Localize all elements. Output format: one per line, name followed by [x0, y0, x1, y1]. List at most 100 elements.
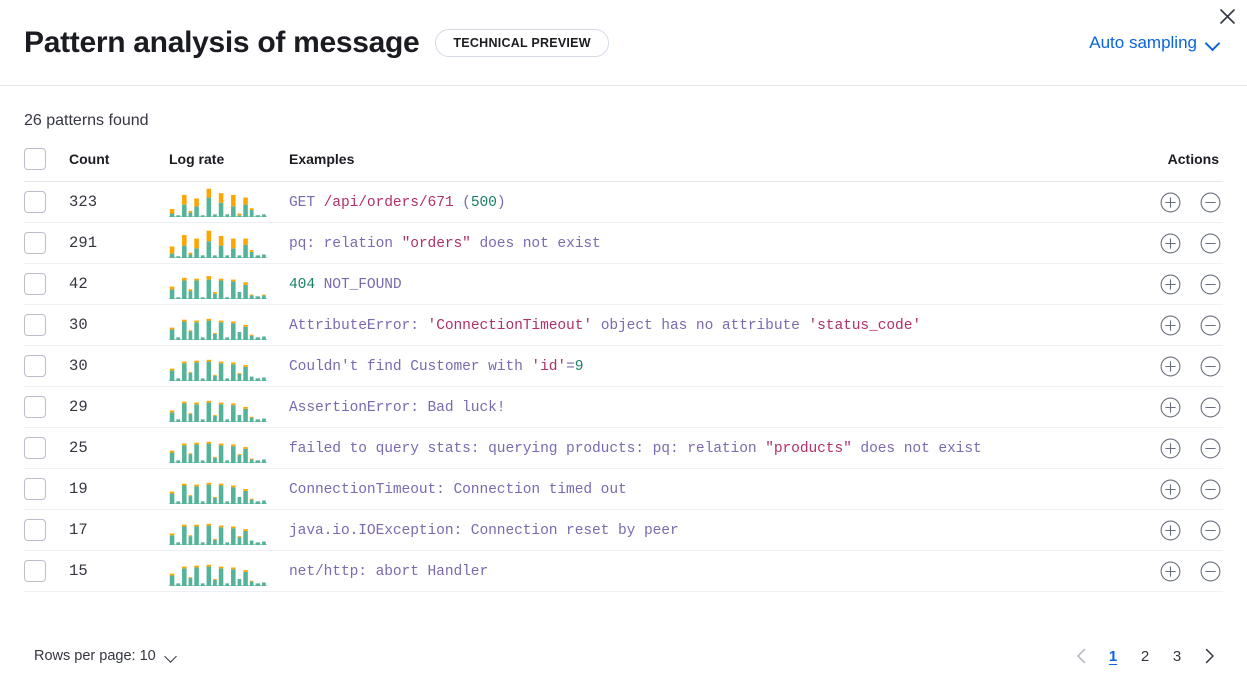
minus-in-circle-icon[interactable]	[1197, 394, 1223, 420]
row-checkbox[interactable]	[24, 314, 46, 336]
row-count-cell: 17	[69, 509, 169, 551]
pagination-page-2[interactable]: 2	[1131, 642, 1159, 670]
minus-in-circle-icon[interactable]	[1197, 353, 1223, 379]
example-token: /api/orders/671	[323, 195, 454, 211]
pagination-page-3[interactable]: 3	[1163, 642, 1191, 670]
row-log-rate-cell	[169, 386, 289, 428]
example-token: AttributeError:	[289, 318, 428, 334]
row-actions-cell	[1119, 222, 1223, 264]
row-count-value: 30	[69, 357, 88, 375]
row-select-cell	[24, 304, 69, 346]
row-count-cell: 42	[69, 263, 169, 305]
patterns-table-head: Count Log rate Examples Actions	[24, 148, 1223, 182]
row-checkbox[interactable]	[24, 273, 46, 295]
minus-in-circle-icon[interactable]	[1197, 517, 1223, 543]
row-actions-cell	[1119, 509, 1223, 551]
example-token: NOT_FOUND	[314, 277, 402, 293]
row-count-value: 42	[69, 275, 88, 293]
row-checkbox[interactable]	[24, 355, 46, 377]
count-header[interactable]: Count	[69, 148, 169, 182]
row-checkbox[interactable]	[24, 191, 46, 213]
header-left-group: Pattern analysis of message TECHNICAL PR…	[24, 26, 609, 59]
table-row[interactable]: 30 Couldn't find Customer with 'id'=9	[24, 345, 1223, 387]
pagination-page-1[interactable]: 1	[1099, 642, 1127, 670]
row-log-rate-cell	[169, 222, 289, 264]
row-example-cell: ConnectionTimeout: Connection timed out	[289, 468, 1119, 510]
minus-in-circle-icon[interactable]	[1197, 271, 1223, 297]
flyout-header: Pattern analysis of message TECHNICAL PR…	[0, 0, 1247, 86]
log-rate-sparkline	[169, 351, 289, 381]
row-actions-cell	[1119, 550, 1223, 592]
example-token: )	[496, 195, 506, 211]
example-token: does not exist	[470, 236, 601, 252]
plus-in-circle-icon[interactable]	[1157, 558, 1183, 584]
plus-in-circle-icon[interactable]	[1157, 353, 1183, 379]
log-rate-sparkline	[169, 515, 289, 545]
minus-in-circle-icon[interactable]	[1197, 476, 1223, 502]
row-example-cell: AssertionError: Bad luck!	[289, 386, 1119, 428]
table-row[interactable]: 19 ConnectionTimeout: Connection timed ou…	[24, 468, 1223, 510]
log-rate-header[interactable]: Log rate	[169, 148, 289, 182]
chevron-down-icon	[1206, 38, 1221, 47]
row-count-cell: 323	[69, 181, 169, 223]
example-token: failed to query stats: querying products…	[289, 441, 766, 457]
example-token: Couldn't find Customer with	[289, 359, 532, 375]
row-checkbox[interactable]	[24, 519, 46, 541]
row-checkbox[interactable]	[24, 437, 46, 459]
minus-in-circle-icon[interactable]	[1197, 189, 1223, 215]
example-token: ConnectionTimeout: Connection timed out	[289, 482, 627, 498]
table-row[interactable]: 30 AttributeError: 'ConnectionTimeout' ob…	[24, 304, 1223, 346]
minus-in-circle-icon[interactable]	[1197, 230, 1223, 256]
plus-in-circle-icon[interactable]	[1157, 476, 1183, 502]
row-log-rate-cell	[169, 550, 289, 592]
row-actions-cell	[1119, 181, 1223, 223]
table-row[interactable]: 29 AssertionError: Bad luck!	[24, 386, 1223, 428]
row-count-cell: 30	[69, 304, 169, 346]
auto-sampling-button[interactable]: Auto sampling	[1087, 29, 1223, 57]
plus-in-circle-icon[interactable]	[1157, 271, 1183, 297]
chevron-right-icon[interactable]	[1195, 642, 1223, 670]
plus-in-circle-icon[interactable]	[1157, 230, 1183, 256]
rows-per-page-button[interactable]: Rows per page: 10	[24, 644, 188, 668]
row-count-value: 15	[69, 562, 88, 580]
select-all-checkbox[interactable]	[24, 148, 46, 170]
log-rate-sparkline	[169, 392, 289, 422]
row-checkbox[interactable]	[24, 396, 46, 418]
minus-in-circle-icon[interactable]	[1197, 312, 1223, 338]
table-row[interactable]: 17 java.io.IOException: Connection reset …	[24, 509, 1223, 551]
minus-in-circle-icon[interactable]	[1197, 435, 1223, 461]
chevron-left-icon[interactable]	[1067, 642, 1095, 670]
log-rate-sparkline	[169, 474, 289, 504]
plus-in-circle-icon[interactable]	[1157, 517, 1183, 543]
example-token: "orders"	[401, 236, 471, 252]
plus-in-circle-icon[interactable]	[1157, 189, 1183, 215]
example-token: object has no attribute	[592, 318, 809, 334]
row-example-cell: AttributeError: 'ConnectionTimeout' obje…	[289, 304, 1119, 346]
close-icon[interactable]	[1213, 2, 1241, 30]
row-select-cell	[24, 427, 69, 469]
rows-per-page-label: Rows per page: 10	[34, 648, 156, 664]
examples-header[interactable]: Examples	[289, 148, 1119, 182]
row-count-value: 291	[69, 234, 98, 252]
row-count-cell: 29	[69, 386, 169, 428]
plus-in-circle-icon[interactable]	[1157, 394, 1183, 420]
row-checkbox[interactable]	[24, 560, 46, 582]
row-count-cell: 19	[69, 468, 169, 510]
row-checkbox[interactable]	[24, 478, 46, 500]
row-example-text: failed to query stats: querying products…	[289, 441, 982, 457]
patterns-found-label: 26 patterns found	[24, 112, 149, 129]
row-example-cell: java.io.IOException: Connection reset by…	[289, 509, 1119, 551]
plus-in-circle-icon[interactable]	[1157, 435, 1183, 461]
plus-in-circle-icon[interactable]	[1157, 312, 1183, 338]
row-checkbox[interactable]	[24, 232, 46, 254]
row-example-cell: Couldn't find Customer with 'id'=9	[289, 345, 1119, 387]
minus-in-circle-icon[interactable]	[1197, 558, 1223, 584]
